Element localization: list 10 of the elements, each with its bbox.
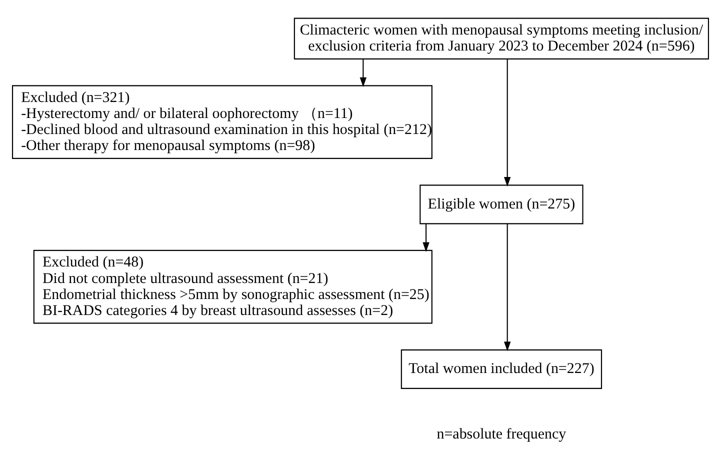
arrow [360, 59, 367, 88]
node-box: Eligible women (n=275) [420, 184, 584, 224]
label: n=absolute frequency [436, 426, 566, 442]
node-box: Total women included (n=227) [400, 349, 602, 389]
arrow [504, 58, 511, 187]
node-box: Excluded (n=48) Did not complete ultrasound assessment (n=21) Endometrial thickness >5mm by sonographic assessment (n=25) BI-RADS categories 4 by breast ultrasound assesses (n=2) [33, 250, 432, 324]
node-box: Climacteric women with menopausal symptoms meeting inclusion/ exclusion criteria from January 2023 to December 2024 (n=596) [294, 18, 710, 60]
node-box: Excluded (n=321) -Hysterectomy and/ or bilateral oophorectomy （n=11) -Declined blood and ultrasound examination in this hospital (n=212) -Other therapy for menopausal symptoms (n=98) [12, 85, 432, 159]
arrow [504, 224, 511, 352]
arrow [422, 224, 430, 252]
